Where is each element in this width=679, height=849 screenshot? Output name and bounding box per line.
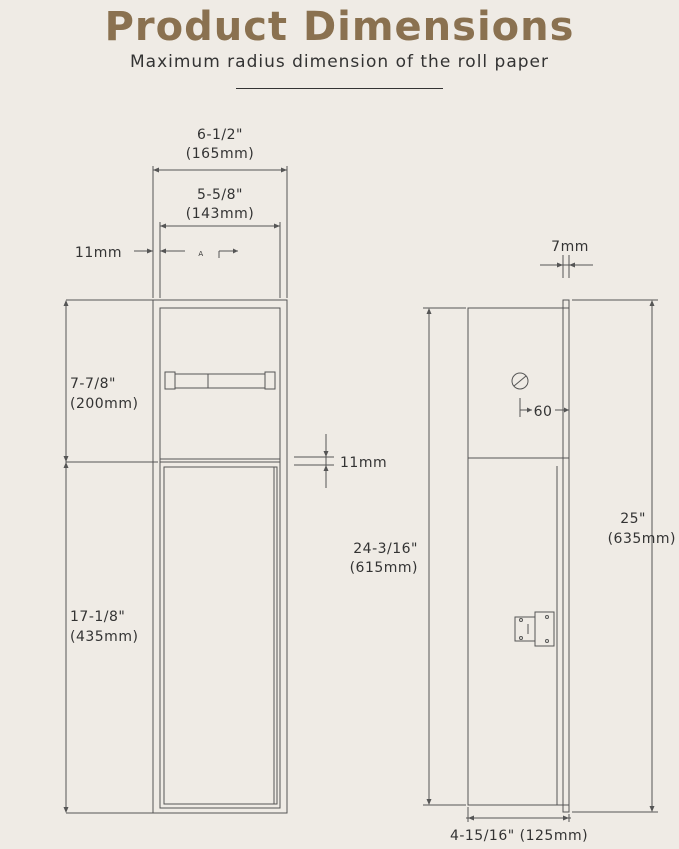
- holder-bracket-left: [164, 371, 176, 390]
- dim-shelf-gap: [294, 434, 334, 488]
- side-flange: [562, 299, 570, 813]
- overall-width-metric: (165mm): [186, 146, 254, 162]
- frame-edge-label: 11mm: [75, 245, 122, 261]
- front-inner-frame: [159, 307, 281, 809]
- door-hinge: [514, 611, 555, 647]
- lower-height-metric: (435mm): [70, 629, 138, 645]
- holder-bracket-right: [264, 371, 276, 390]
- flange-label: 7mm: [551, 239, 589, 255]
- dim-overall-width: [152, 166, 288, 298]
- toilet-roll-holder: [164, 371, 276, 390]
- dimension-arrows: [63, 167, 655, 821]
- knob-offset-label: 60: [534, 404, 553, 420]
- side-knob-shadow: [513, 375, 527, 387]
- dim-inner-width: [159, 222, 281, 298]
- overall-width-imperial: 6-1/2": [197, 127, 243, 143]
- front-view-outline: [152, 299, 288, 814]
- holder-bar: [174, 373, 266, 389]
- front-outer-frame: [152, 299, 288, 814]
- side-view-outline: [467, 299, 570, 813]
- body-height-imperial: 24-3/16": [353, 541, 418, 557]
- shelf-gap-label: 11mm: [340, 455, 387, 471]
- dim-side-depth: [466, 807, 571, 822]
- inner-width-metric: (143mm): [186, 206, 254, 222]
- page-title: Product Dimensions: [104, 4, 575, 50]
- dim-flange: [540, 255, 593, 278]
- page-subtitle: Maximum radius dimension of the roll pap…: [130, 52, 549, 72]
- lower-height-imperial: 17-1/8": [70, 609, 125, 625]
- side-knob: [511, 372, 529, 390]
- front-lower-door: [163, 466, 278, 805]
- overall-height-metric: (635mm): [608, 531, 676, 547]
- overall-height-imperial: 25": [620, 511, 646, 527]
- body-height-metric: (615mm): [350, 560, 418, 576]
- dim-front-heights: [65, 299, 158, 814]
- depth-label: 4-15/16" (125mm): [450, 828, 588, 844]
- marker-a-label: A: [198, 250, 203, 258]
- inner-width-imperial: 5-5/8": [197, 187, 243, 203]
- dim-side-overall-height: [572, 299, 658, 813]
- upper-height-metric: (200mm): [70, 396, 138, 412]
- title-divider: [236, 88, 443, 89]
- dim-side-body-height: [423, 307, 466, 806]
- upper-height-imperial: 7-7/8": [70, 376, 116, 392]
